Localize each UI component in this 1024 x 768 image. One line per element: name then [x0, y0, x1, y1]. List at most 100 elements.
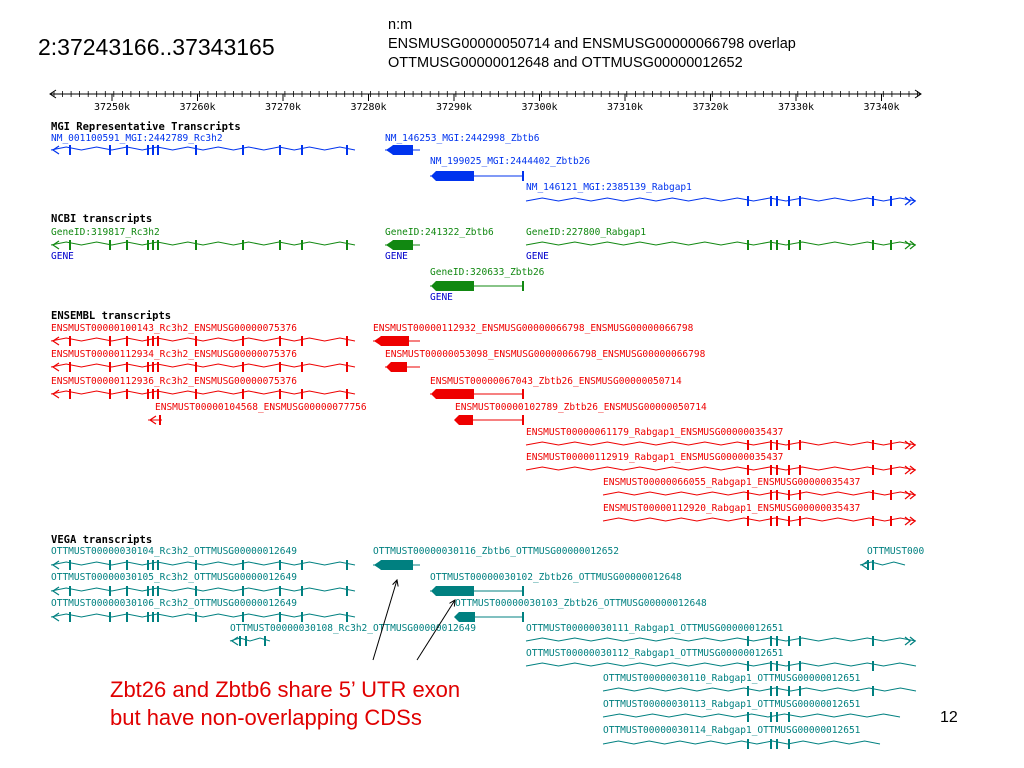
exon [279, 336, 281, 346]
transcript-feature[interactable]: OTTMUST00000030102_Zbtb26_OTTMUSG0000001… [430, 572, 682, 596]
coding-block [454, 415, 473, 425]
exon [69, 336, 71, 346]
transcript-feature[interactable]: ENSMUST00000061179_Rabgap1_ENSMUSG000000… [525, 427, 917, 450]
transcript-feature[interactable]: OTTMUST00000030114_Rabgap1_OTTMUSG000000… [602, 725, 881, 749]
transcript-feature[interactable]: NM_146253_MGI:2442998_Zbtb6 [385, 133, 540, 155]
exon [872, 516, 874, 526]
transcript-feature[interactable]: OTTMUST00000030103_Zbtb26_OTTMUSG0000001… [454, 598, 707, 622]
exon [126, 145, 128, 155]
exon [69, 389, 71, 399]
track-title: VEGA transcripts [51, 534, 152, 546]
intron-line [602, 491, 917, 496]
transcript-feature[interactable]: OTTMUST00000030106_Rc3h2_OTTMUSG00000012… [50, 598, 356, 622]
transcript-feature[interactable]: ENSMUST00000102789_Zbtb26_ENSMUSG0000005… [454, 402, 707, 425]
coding-block [431, 389, 474, 399]
feature-label: ENSMUST00000053098_ENSMUSG00000066798_EN… [385, 349, 706, 360]
transcript-feature[interactable]: NM_001100591_MGI:2442789_Rc3h2 [50, 133, 356, 155]
transcript-feature[interactable]: ENSMUST00000112920_Rabgap1_ENSMUSG000000… [602, 503, 917, 526]
transcript-feature[interactable]: ENSMUST00000104568_ENSMUSG00000077756 [148, 402, 367, 425]
exon [799, 196, 801, 206]
exon [776, 196, 778, 206]
transcript-feature[interactable]: NM_199025_MGI:2444402_Zbtb26 [430, 156, 590, 181]
exon [799, 465, 801, 475]
exon [872, 636, 874, 646]
exon [890, 465, 892, 475]
track-title: NCBI transcripts [51, 213, 152, 225]
exon [747, 661, 749, 671]
transcript-feature[interactable]: OTTMUST00000030113_Rabgap1_OTTMUSG000000… [602, 699, 901, 722]
transcript-feature[interactable]: ENSMUST00000112932_ENSMUSG00000066798_EN… [373, 323, 694, 346]
exon [147, 336, 149, 346]
exon [890, 240, 892, 250]
strand-arrow-right [909, 636, 916, 646]
tracks: MGI Representative TranscriptsNM_0011005… [50, 121, 924, 749]
exon [346, 145, 348, 155]
exon [788, 240, 790, 250]
exon [747, 240, 749, 250]
feature-label: OTTMUST00000030105_Rc3h2_OTTMUSG00000012… [51, 572, 297, 583]
exon [770, 636, 772, 646]
exon [770, 490, 772, 500]
exon [69, 586, 71, 596]
exon [301, 389, 303, 399]
exon [522, 415, 524, 425]
exon [747, 516, 749, 526]
feature-label: ENSMUST00000112920_Rabgap1_ENSMUSG000000… [603, 503, 860, 514]
transcript-feature[interactable]: OTTMUST00000030112_Rabgap1_OTTMUSG000000… [525, 648, 917, 671]
exon [147, 612, 149, 622]
transcript-feature[interactable]: OTTMUST00000030111_Rabgap1_OTTMUSG000000… [525, 623, 917, 646]
transcript-feature[interactable]: OTTMUST00000030105_Rc3h2_OTTMUSG00000012… [50, 572, 356, 596]
exon [890, 440, 892, 450]
exon [195, 362, 197, 372]
strand-arrow-left [373, 336, 382, 346]
feature-label: ENSMUST00000061179_Rabgap1_ENSMUSG000000… [526, 427, 783, 438]
ruler-tick-label: 37250k [94, 102, 130, 113]
exon [195, 612, 197, 622]
transcript-feature[interactable]: OTTMUST000 [859, 546, 924, 570]
strand-arrow-right [909, 465, 916, 475]
exon [239, 636, 241, 646]
strand-arrow-right [909, 516, 916, 526]
intron-line [602, 740, 881, 745]
exon [157, 389, 159, 399]
exon [747, 686, 749, 696]
overlap-notes: n:m ENSMUSG00000050714 and ENSMUSG000000… [388, 16, 796, 73]
transcript-feature[interactable]: ENSMUST00000112936_Rc3h2_ENSMUSG00000075… [50, 376, 356, 399]
transcript-feature[interactable]: ENSMUST00000067043_Zbtb26_ENSMUSG0000005… [430, 376, 682, 399]
caption-line: Zbt26 and Zbtb6 share 5’ UTR exon [110, 677, 461, 702]
intron-line [50, 390, 356, 395]
exon [770, 661, 772, 671]
feature-label: ENSMUST00000112932_ENSMUSG00000066798_EN… [373, 323, 694, 334]
strand-arrow-left [51, 586, 60, 596]
feature-label: ENSMUST00000102789_Zbtb26_ENSMUSG0000005… [455, 402, 707, 413]
ruler-tick-label: 37300k [521, 102, 557, 113]
exon [346, 362, 348, 372]
transcript-feature[interactable]: ENSMUST00000112919_Rabgap1_ENSMUSG000000… [525, 452, 917, 475]
exon [195, 145, 197, 155]
transcript-feature[interactable]: OTTMUST00000030104_Rc3h2_OTTMUSG00000012… [50, 546, 356, 570]
strand-arrow-right [904, 465, 911, 475]
exon [346, 612, 348, 622]
exon [279, 240, 281, 250]
strand-arrow-right [909, 196, 916, 206]
exon [799, 636, 801, 646]
exon [872, 490, 874, 500]
transcript-feature[interactable]: ENSMUST00000112934_Rc3h2_ENSMUSG00000075… [50, 349, 356, 372]
exon [799, 686, 801, 696]
exon [346, 389, 348, 399]
transcript-feature[interactable]: OTTMUST00000030110_Rabgap1_OTTMUSG000000… [602, 673, 917, 696]
feature-label: OTTMUST00000030106_Rc3h2_OTTMUSG00000012… [51, 598, 297, 609]
transcript-feature[interactable]: OTTMUST00000030116_Zbtb6_OTTMUSG00000012… [373, 546, 619, 570]
transcript-feature[interactable]: ENSMUST00000100143_Rc3h2_ENSMUSG00000075… [50, 323, 356, 346]
exon [109, 145, 111, 155]
transcript-feature[interactable]: NM_146121_MGI:2385139_Rabgap1 [525, 182, 917, 206]
transcript-feature[interactable]: ENSMUST00000053098_ENSMUSG00000066798_EN… [385, 349, 706, 372]
transcript-feature[interactable]: ENSMUST00000066055_Rabgap1_ENSMUSG000000… [602, 477, 917, 500]
transcript-feature[interactable]: OTTMUST00000030108_Rc3h2_OTTMUSG00000012… [229, 623, 476, 646]
strand-arrow-right [909, 240, 916, 250]
exon [867, 560, 869, 570]
